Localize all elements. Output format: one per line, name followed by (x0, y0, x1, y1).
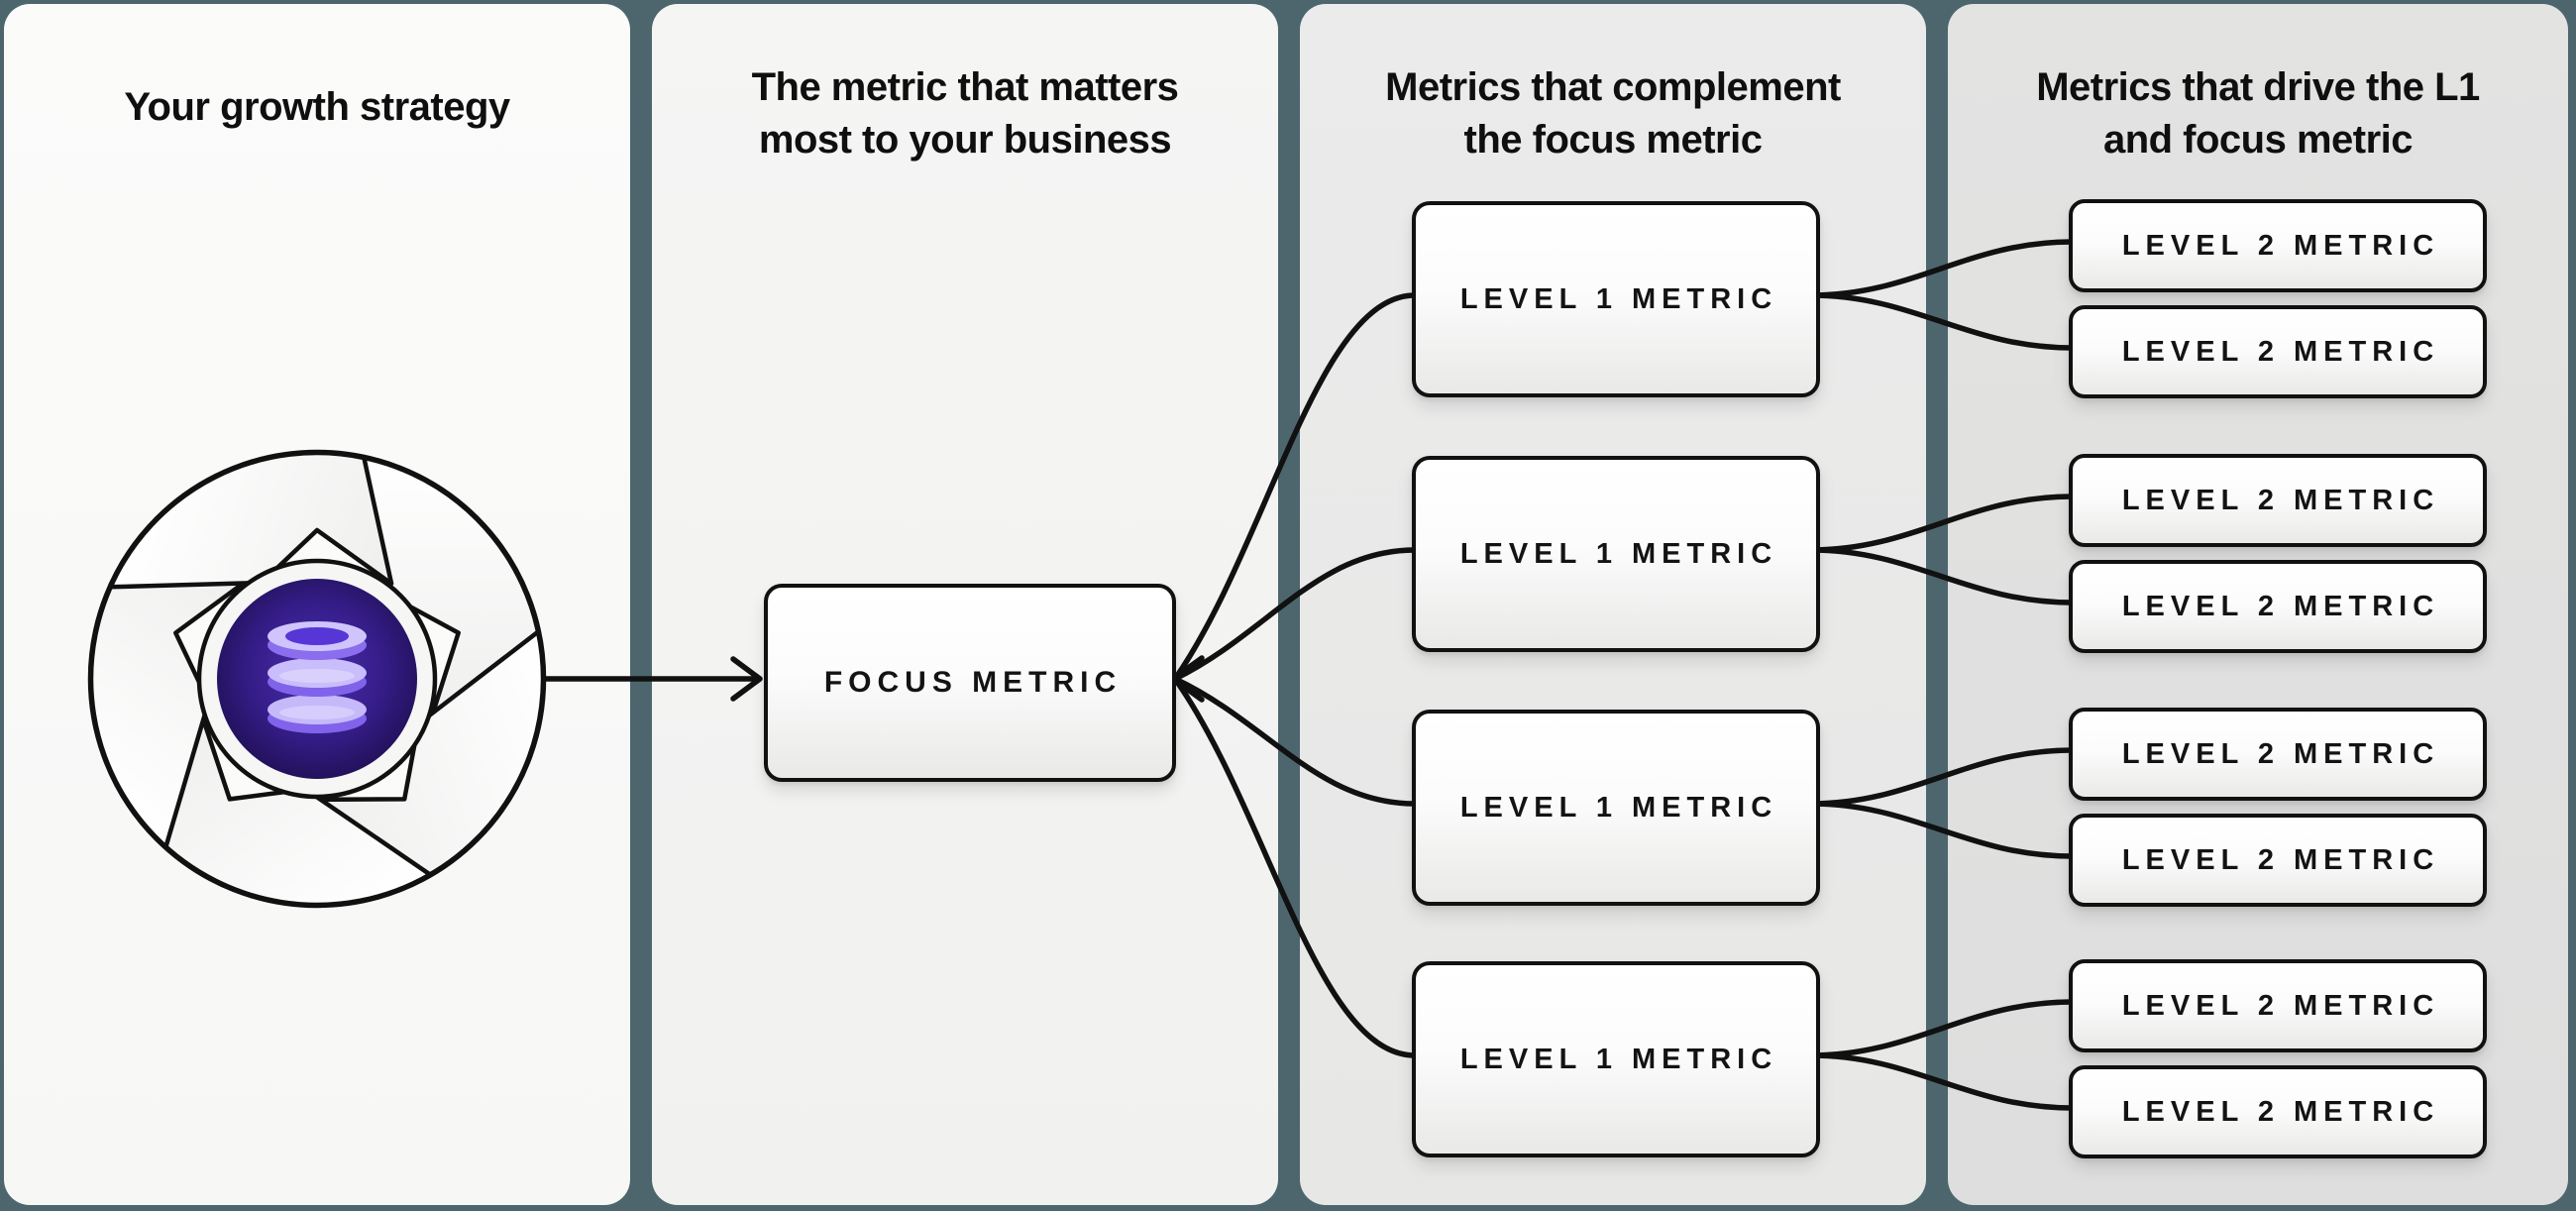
l1-l2-curve-3a (1808, 747, 2075, 807)
level2-metric-box-4: LEVEL 2 METRIC (2069, 560, 2487, 653)
l1-l2-curve-3b (1808, 801, 2075, 859)
level2-metric-box-2: LEVEL 2 METRIC (2069, 305, 2487, 398)
l1-l2-curve-2b (1808, 547, 2075, 606)
level2-metric-label: LEVEL 2 METRIC (2121, 590, 2440, 622)
panel-title-focus-metric: The metric that matters most to your bus… (751, 65, 1179, 162)
focus-l1-curve-1 (1172, 292, 1418, 682)
level2-metric-label: LEVEL 2 METRIC (2121, 229, 2440, 262)
level2-metric-label: LEVEL 2 METRIC (2121, 843, 2440, 876)
level1-metric-label: LEVEL 1 METRIC (1459, 791, 1778, 824)
level1-metric-label: LEVEL 1 METRIC (1459, 1043, 1778, 1075)
level2-metric-label: LEVEL 2 METRIC (2121, 1095, 2440, 1128)
l1-l2-curve-4a (1808, 999, 2075, 1058)
database-icon (268, 621, 367, 733)
panel-title-level1-metrics: Metrics that complement the focus metric (1385, 65, 1841, 162)
strategy-to-focus-arrowhead-icon (730, 656, 763, 702)
level1-metric-box-3: LEVEL 1 METRIC (1412, 710, 1820, 906)
level1-metric-box-4: LEVEL 1 METRIC (1412, 961, 1820, 1157)
focus-l1-curve-2 (1172, 547, 1418, 682)
level2-metric-box-7: LEVEL 2 METRIC (2069, 959, 2487, 1052)
level2-metric-label: LEVEL 2 METRIC (2121, 989, 2440, 1022)
focus-l1-curve-3 (1172, 676, 1418, 807)
l1-l2-curve-1b (1808, 292, 2075, 351)
l1-l2-curve-4b (1808, 1052, 2075, 1111)
level2-metric-box-5: LEVEL 2 METRIC (2069, 708, 2487, 801)
level1-metric-label: LEVEL 1 METRIC (1459, 282, 1778, 315)
level1-metric-box-2: LEVEL 1 METRIC (1412, 456, 1820, 652)
focus-l1-curve-4 (1172, 676, 1418, 1058)
panel-title-level2-metrics: Metrics that drive the L1 and focus metr… (2036, 65, 2480, 162)
level1-metric-box-1: LEVEL 1 METRIC (1412, 201, 1820, 397)
level2-metric-label: LEVEL 2 METRIC (2121, 737, 2440, 770)
focus-metric-box: FOCUS METRIC (764, 584, 1176, 782)
aperture-database-icon (77, 439, 557, 919)
shutter-blades (77, 439, 557, 919)
level1-metric-label: LEVEL 1 METRIC (1459, 537, 1778, 570)
level2-metric-box-8: LEVEL 2 METRIC (2069, 1065, 2487, 1158)
l1-l2-curve-2a (1808, 494, 2075, 553)
level2-metric-box-6: LEVEL 2 METRIC (2069, 814, 2487, 907)
level2-metric-label: LEVEL 2 METRIC (2121, 335, 2440, 368)
level2-metric-box-3: LEVEL 2 METRIC (2069, 454, 2487, 547)
focus-metric-label: FOCUS METRIC (823, 666, 1123, 699)
level2-metric-box-1: LEVEL 2 METRIC (2069, 199, 2487, 292)
panel-title-growth-strategy: Your growth strategy (124, 85, 510, 129)
l1-l2-curve-1a (1808, 239, 2075, 298)
level2-metric-label: LEVEL 2 METRIC (2121, 484, 2440, 516)
